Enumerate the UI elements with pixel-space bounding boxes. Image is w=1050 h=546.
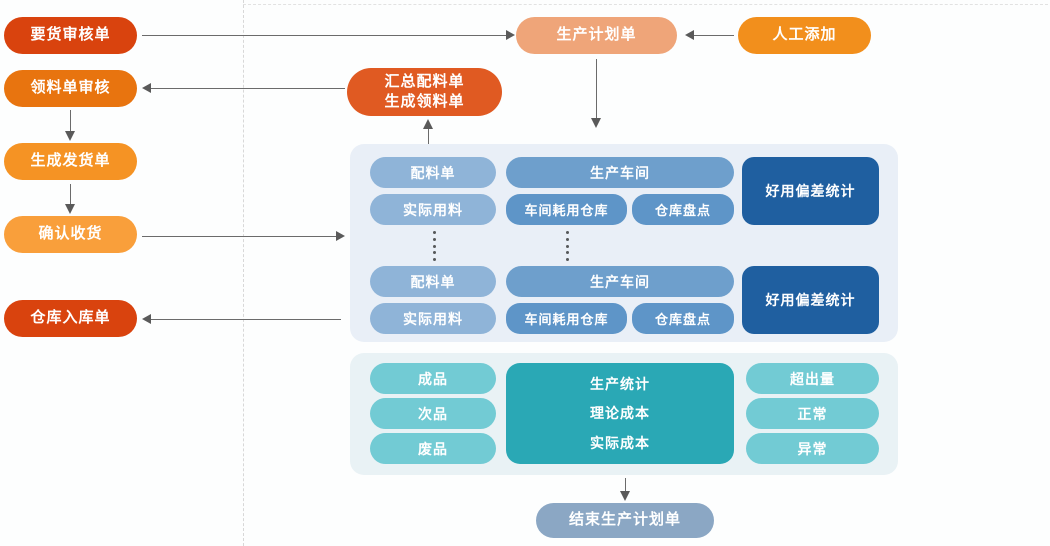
- stat-actual-cost-label: 实际成本: [590, 435, 650, 452]
- ellipsis-left: [432, 231, 436, 261]
- stat-defective-goods[interactable]: 次品: [370, 398, 496, 429]
- stat-excess-amount-label: 超出量: [790, 370, 835, 387]
- top-dashed-divider: [243, 4, 1048, 5]
- connector-panel-to-summary: [428, 128, 429, 144]
- connector-demand-to-plan: [142, 35, 508, 36]
- node-demand-review-label: 要货审核单: [30, 26, 111, 44]
- group1-ingredient-list[interactable]: 配料单: [370, 157, 496, 188]
- node-manual-add-label: 人工添加: [772, 26, 837, 44]
- connector-summary-to-picking-arrow: [142, 83, 151, 93]
- connector-stats-to-end: [625, 478, 626, 492]
- connector-picking-to-delivery: [70, 110, 71, 132]
- group1-actual-material[interactable]: 实际用料: [370, 194, 496, 225]
- group1-workshop-consume-warehouse[interactable]: 车间耗用仓库: [506, 194, 627, 225]
- group1-workshop-consume-warehouse-label: 车间耗用仓库: [524, 203, 609, 218]
- node-summary-picking[interactable]: 汇总配料单 生成领料单: [347, 68, 502, 116]
- group1-warehouse-count[interactable]: 仓库盘点: [632, 194, 734, 225]
- node-create-delivery-label: 生成发货单: [30, 152, 111, 170]
- stat-waste-goods-label: 废品: [418, 440, 448, 457]
- group1-workshop[interactable]: 生产车间: [506, 157, 734, 188]
- group2-workshop-consume-warehouse[interactable]: 车间耗用仓库: [506, 303, 627, 334]
- connector-receipt-to-production-arrow: [336, 231, 345, 241]
- group2-warehouse-count[interactable]: 仓库盘点: [632, 303, 734, 334]
- group1-workshop-label: 生产车间: [590, 164, 650, 181]
- group2-actual-material-label: 实际用料: [403, 310, 463, 327]
- connector-production-to-inbound: [151, 319, 341, 320]
- node-production-plan-label: 生产计划单: [556, 26, 637, 44]
- stat-normal-label: 正常: [797, 405, 828, 422]
- node-picking-review-label: 领料单审核: [30, 79, 111, 97]
- connector-plan-to-panel: [596, 59, 597, 119]
- stat-defective-goods-label: 次品: [418, 405, 448, 422]
- group1-ingredient-list-label: 配料单: [410, 164, 456, 181]
- stat-finished-goods-label: 成品: [418, 370, 448, 387]
- stat-finished-goods[interactable]: 成品: [370, 363, 496, 394]
- group2-ingredient-list-label: 配料单: [410, 273, 456, 290]
- stat-excess-amount[interactable]: 超出量: [746, 363, 879, 394]
- node-summary-line1: 汇总配料单: [384, 72, 465, 90]
- stat-waste-goods[interactable]: 废品: [370, 433, 496, 464]
- stat-center-block[interactable]: 生产统计 理论成本 实际成本: [506, 363, 734, 464]
- stat-production-statistics-label: 生产统计: [590, 375, 650, 392]
- group1-deviation-stats[interactable]: 好用偏差统计: [742, 157, 879, 225]
- node-picking-review[interactable]: 领料单审核: [4, 70, 137, 107]
- vertical-dashed-divider: [243, 0, 244, 546]
- node-manual-add[interactable]: 人工添加: [738, 17, 871, 54]
- ellipsis-center: [565, 231, 569, 261]
- stat-abnormal-label: 异常: [797, 440, 828, 457]
- connector-panel-to-summary-arrow: [423, 119, 433, 129]
- connector-demand-to-plan-arrow: [506, 30, 515, 40]
- group2-actual-material[interactable]: 实际用料: [370, 303, 496, 334]
- group2-deviation-stats[interactable]: 好用偏差统计: [742, 266, 879, 334]
- stat-abnormal[interactable]: 异常: [746, 433, 879, 464]
- group1-deviation-stats-label: 好用偏差统计: [765, 183, 856, 199]
- connector-manual-to-plan-arrow: [685, 30, 694, 40]
- node-confirm-receipt-label: 确认收货: [38, 225, 103, 243]
- connector-stats-to-end-arrow: [620, 491, 630, 501]
- connector-summary-to-picking: [151, 88, 345, 89]
- node-warehouse-inbound-label: 仓库入库单: [30, 309, 111, 327]
- connector-picking-to-delivery-arrow: [65, 131, 75, 141]
- group2-workshop[interactable]: 生产车间: [506, 266, 734, 297]
- group2-deviation-stats-label: 好用偏差统计: [765, 292, 856, 308]
- node-summary-line2: 生成领料单: [384, 93, 465, 110]
- group2-workshop-label: 生产车间: [590, 273, 650, 290]
- node-create-delivery[interactable]: 生成发货单: [4, 143, 137, 180]
- group2-ingredient-list[interactable]: 配料单: [370, 266, 496, 297]
- connector-delivery-to-receipt: [70, 184, 71, 205]
- group2-workshop-consume-warehouse-label: 车间耗用仓库: [524, 312, 609, 327]
- connector-manual-to-plan: [694, 35, 734, 36]
- connector-production-to-inbound-arrow: [142, 314, 151, 324]
- node-end-production-plan-label: 结束生产计划单: [568, 511, 681, 529]
- stat-theoretical-cost-label: 理论成本: [590, 405, 650, 422]
- node-confirm-receipt[interactable]: 确认收货: [4, 216, 137, 253]
- node-warehouse-inbound[interactable]: 仓库入库单: [4, 300, 137, 337]
- node-production-plan[interactable]: 生产计划单: [516, 17, 677, 54]
- node-end-production-plan[interactable]: 结束生产计划单: [536, 503, 714, 538]
- stat-normal[interactable]: 正常: [746, 398, 879, 429]
- connector-plan-to-panel-arrow: [591, 118, 601, 128]
- group1-actual-material-label: 实际用料: [403, 201, 463, 218]
- group1-warehouse-count-label: 仓库盘点: [654, 203, 711, 218]
- connector-receipt-to-production: [142, 236, 338, 237]
- connector-delivery-to-receipt-arrow: [65, 204, 75, 214]
- group2-warehouse-count-label: 仓库盘点: [654, 312, 711, 327]
- node-demand-review[interactable]: 要货审核单: [4, 17, 137, 54]
